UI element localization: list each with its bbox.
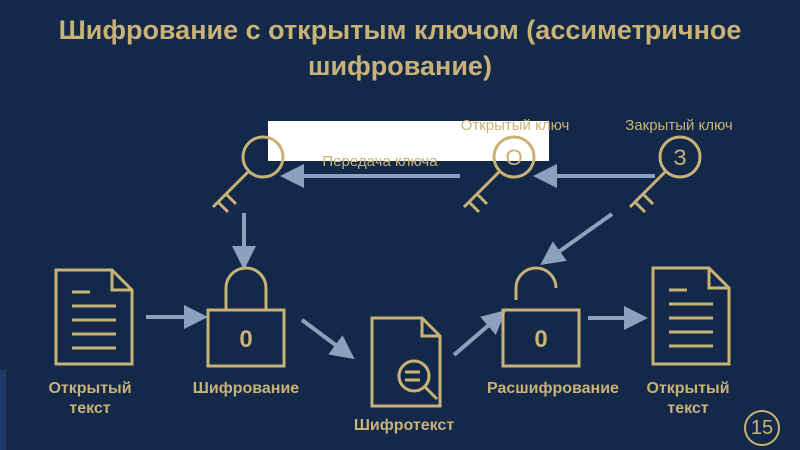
flow-arrows <box>146 164 655 360</box>
decryption-lock-icon <box>501 266 581 368</box>
ciphertext-label: Шифротекст <box>353 417 455 434</box>
decryption-lock-digit: 0 <box>534 326 547 353</box>
plaintext-right-label: Открытый текст <box>646 380 730 417</box>
transferred-key-icon <box>211 135 285 214</box>
private-key-label: Закрытый ключ <box>625 117 733 134</box>
public-key-letter: О <box>505 145 522 170</box>
encryption-lock-digit: 0 <box>239 326 252 353</box>
left-accent-strip <box>0 370 6 450</box>
plaintext-right-document-icon <box>651 266 731 366</box>
encryption-lock-icon <box>206 266 286 368</box>
encryption-label: Шифрование <box>192 380 300 397</box>
slide-title: Шифрование с открытым ключом (ассиметрич… <box>58 15 742 81</box>
public-key-icon <box>462 135 536 214</box>
arrow-encryption-to-ciphertext <box>300 318 355 360</box>
page-number: 15 <box>744 410 780 446</box>
private-key-letter: З <box>673 145 686 170</box>
plaintext-left-label: Открытый текст <box>48 380 132 417</box>
decryption-label: Расшифрование <box>487 380 619 397</box>
private-key-icon <box>628 135 702 214</box>
ciphertext-document-icon <box>370 316 442 408</box>
public-key-label: Открытый ключ <box>460 117 570 134</box>
arrow-ciphertext-to-decryption <box>452 310 507 357</box>
key-transfer-label: Передача ключа <box>322 153 438 170</box>
arrow-private-to-decryption <box>540 212 614 265</box>
plaintext-left-document-icon <box>54 268 134 366</box>
